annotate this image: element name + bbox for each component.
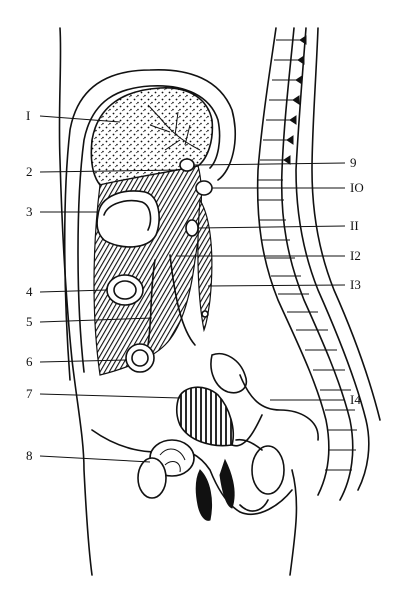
label-2: 2	[26, 164, 33, 179]
body-back-outline	[289, 469, 298, 576]
intestine-loop	[125, 343, 155, 373]
label-9: 9	[350, 155, 357, 170]
vessel-10	[195, 180, 213, 196]
bladder	[175, 386, 234, 447]
labels-left: I 2 3 4 5 6 7 8	[26, 108, 33, 463]
label-13: I3	[350, 277, 361, 292]
peritoneal-outline	[63, 69, 236, 381]
label-3: 3	[26, 204, 33, 219]
vessel-11	[185, 219, 199, 237]
right-leader-lines	[176, 162, 346, 401]
anal-canal	[251, 445, 285, 495]
label-11: II	[350, 218, 359, 233]
pelvic-floor	[91, 429, 293, 515]
label-10: IO	[350, 180, 364, 195]
label-6: 6	[26, 354, 33, 369]
label-7: 7	[26, 386, 33, 401]
left-leader-lines	[39, 115, 181, 463]
label-5: 5	[26, 314, 33, 329]
transverse-colon	[106, 274, 144, 306]
labels-right: 9 IO II I2 I3 I4	[350, 155, 364, 407]
body-front-outline	[58, 27, 93, 576]
perineum-dark	[219, 458, 235, 509]
label-8: 8	[26, 448, 33, 463]
vagina-dark	[195, 469, 213, 521]
label-1: I	[26, 108, 30, 123]
pubic-bone	[137, 457, 167, 499]
spinal-column	[256, 27, 381, 501]
vessel-9	[179, 158, 195, 172]
aorta	[197, 198, 213, 333]
label-12: I2	[350, 248, 361, 263]
rectum	[210, 353, 247, 394]
label-4: 4	[26, 284, 33, 299]
label-14: I4	[350, 392, 361, 407]
